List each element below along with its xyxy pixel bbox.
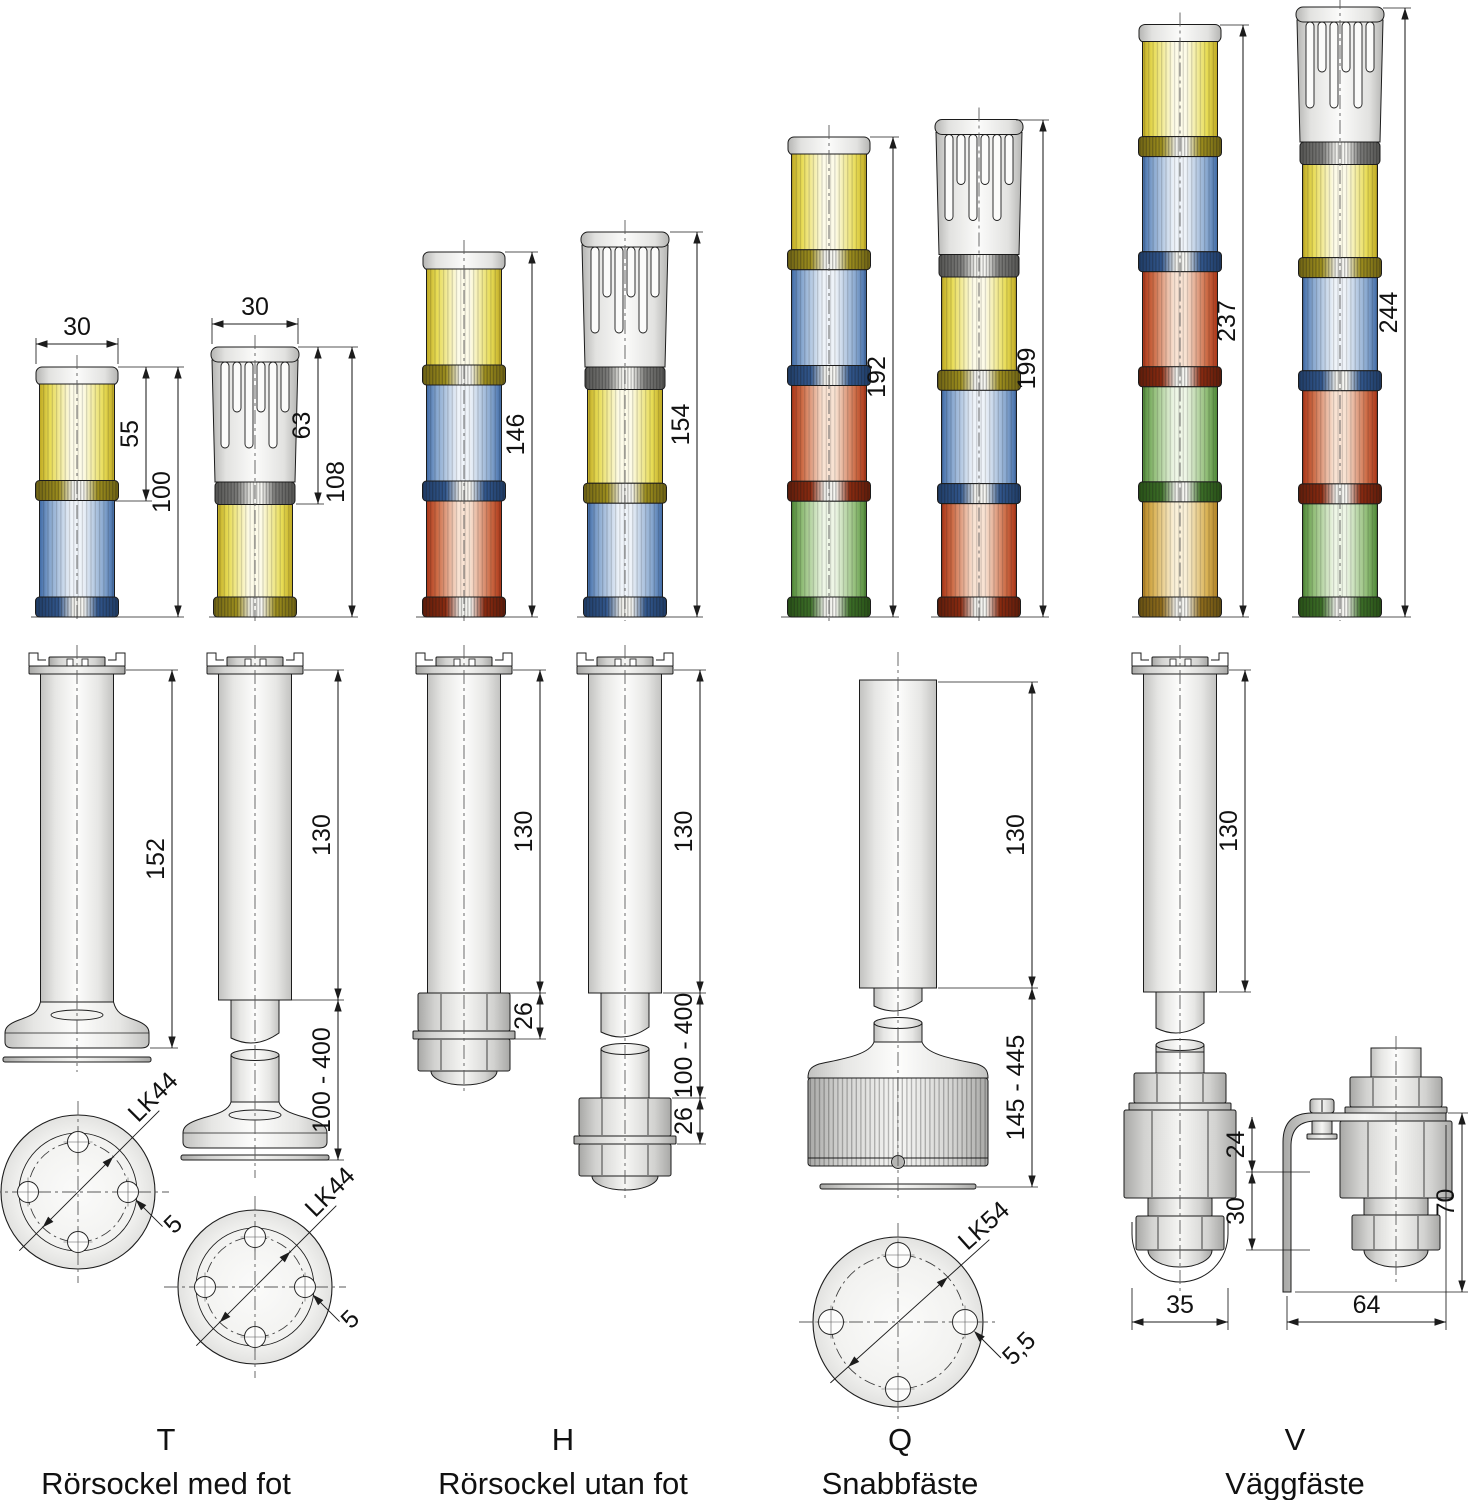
bolt-circle-label: LK54	[953, 1196, 1015, 1256]
dimension: 108	[209, 346, 358, 618]
dimension-label: 130	[1002, 814, 1030, 856]
type-letter-T: T	[157, 1422, 176, 1457]
dimension-label: 100 - 400	[670, 993, 698, 1099]
dimension: 55	[115, 367, 152, 502]
dimension: 130	[938, 681, 1038, 988]
type-letter-V: V	[1285, 1422, 1306, 1457]
signal-tower	[787, 125, 871, 621]
dimension-label: 130	[308, 814, 336, 856]
dimension: 146	[416, 251, 538, 618]
dimension: 152	[126, 669, 178, 1049]
dimension-label: 100	[148, 471, 176, 513]
type-name-T: Rörsockel med fot	[41, 1466, 291, 1500]
dimension-label: 35	[1166, 1291, 1194, 1319]
type-captions: T Rörsockel med fot H Rörsockel utan fot…	[41, 1422, 1365, 1500]
dimension-label: 237	[1213, 300, 1241, 342]
signal-tower	[580, 220, 670, 621]
hole-diameter-label: 5	[158, 1210, 188, 1240]
dimension: 26	[670, 1097, 706, 1145]
mounting-foot-top-view: LK44 5	[164, 1162, 365, 1378]
dimension: 130	[1215, 669, 1251, 993]
dimension-label: 30	[1222, 1197, 1250, 1225]
dimension-label: 130	[510, 811, 538, 853]
type-letter-H: H	[552, 1422, 574, 1457]
wall-mount-front-view	[1123, 645, 1237, 1292]
dimension: 24	[1222, 1117, 1310, 1173]
dimension-label: 30	[241, 293, 269, 321]
base-tube-without-foot	[412, 645, 516, 1092]
dimension: 100	[31, 366, 184, 618]
dimension-label: 100 - 400	[308, 1027, 336, 1133]
base-tube-with-foot-extended	[180, 645, 330, 1178]
dimension-label: 244	[1375, 292, 1403, 334]
base-tube-without-foot-extended	[573, 645, 677, 1198]
bolt-circle-label: LK44	[123, 1067, 184, 1128]
dimension: 130	[510, 669, 546, 993]
signal-tower	[35, 355, 119, 621]
hole-diameter-label: 5,5	[997, 1326, 1041, 1370]
bolt-circle-label: LK44	[300, 1162, 361, 1223]
signal-tower	[422, 240, 506, 621]
dimension-label: 26	[670, 1107, 698, 1135]
mounting-foot-top-view: LK54 5,5	[799, 1196, 1041, 1421]
dimension: 26	[502, 992, 546, 1040]
dimension: 100 - 400	[663, 992, 706, 1099]
dimension: 237	[1132, 24, 1249, 618]
column-H: 146 154 130 26 130 100 - 400 26	[412, 220, 706, 1198]
type-name-V: Väggfäste	[1225, 1466, 1365, 1500]
dimension: 130	[304, 669, 344, 1000]
dimension: 100 - 400	[292, 999, 344, 1161]
type-name-H: Rörsockel utan fot	[438, 1466, 688, 1500]
signal-tower	[934, 107, 1024, 621]
dimension-label: 24	[1222, 1131, 1250, 1159]
dimension-label: 55	[116, 420, 144, 448]
dimension-label: 152	[142, 838, 170, 880]
dimension-label: 130	[670, 811, 698, 853]
dimension: 35	[1131, 1288, 1229, 1330]
signal-tower	[1138, 12, 1222, 621]
base-tube-with-foot	[2, 645, 152, 1072]
dimension: 154	[577, 231, 703, 618]
dimension: 199	[931, 119, 1049, 618]
dimension: 30	[35, 313, 119, 364]
dimension: 30	[211, 293, 299, 344]
hole-diameter-label: 5	[335, 1305, 365, 1335]
dimension-label: 108	[322, 461, 350, 503]
type-letter-Q: Q	[888, 1422, 912, 1457]
dimension-label: 26	[510, 1002, 538, 1030]
dimension-label: 199	[1013, 348, 1041, 390]
dimension: 145 - 445	[938, 987, 1038, 1188]
dimension-label: 64	[1353, 1291, 1381, 1319]
dimension: 244	[1292, 7, 1411, 618]
signal-tower	[1295, 0, 1385, 621]
dimension: 30	[1222, 1172, 1310, 1251]
type-name-Q: Snabbfäste	[822, 1466, 979, 1500]
dimension-label: 30	[63, 313, 91, 341]
dimension: 64	[1286, 1125, 1447, 1330]
dimension-label: 130	[1215, 810, 1243, 852]
dimension-label: 145 - 445	[1002, 1035, 1030, 1141]
dimension-label: 146	[502, 414, 530, 456]
dimension: 192	[781, 136, 899, 618]
dimension-label: 192	[863, 356, 891, 398]
signal-tower	[210, 335, 300, 621]
dimension-label: 154	[667, 404, 695, 446]
mounting-foot-top-view: LK44 5	[0, 1067, 188, 1283]
wall-mount-side-view	[1282, 1036, 1453, 1293]
dimension: 63	[288, 347, 324, 505]
dimension-label: 63	[288, 412, 316, 440]
dimension: 130	[670, 669, 706, 993]
base-quick-mount	[807, 652, 989, 1202]
